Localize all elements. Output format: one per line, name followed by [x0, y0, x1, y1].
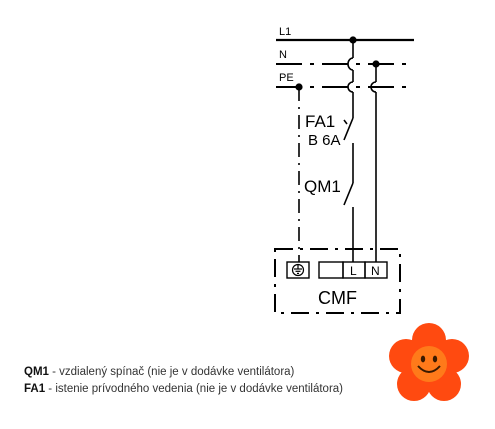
- bus-n-label: N: [279, 49, 287, 61]
- wire-l: [343, 40, 354, 262]
- earth-ground-icon: [291, 263, 305, 277]
- breaker-name: FA1: [305, 112, 335, 131]
- bus-l1-label: L1: [279, 26, 291, 38]
- terminal-n-label: N: [371, 264, 380, 278]
- terminal-l-label: L: [350, 264, 357, 278]
- terminal-block: [286, 261, 388, 279]
- legend-item-fa1: FA1 - istenie prívodného vedenia (nie je…: [24, 383, 343, 395]
- smiling-flower-icon: [389, 323, 469, 401]
- legend: QM1 - vzdialený spínač (nie je v dodávke…: [24, 364, 343, 398]
- device-name: CMF: [318, 288, 357, 308]
- bus-pe-label: PE: [279, 72, 294, 84]
- breaker-rating: B 6A: [308, 132, 341, 149]
- legend-item-qm1: QM1 - vzdialený spínač (nie je v dodávke…: [24, 366, 295, 378]
- device-enclosure: [274, 248, 401, 314]
- switch-name: QM1: [304, 177, 341, 196]
- wire-n: [370, 64, 377, 262]
